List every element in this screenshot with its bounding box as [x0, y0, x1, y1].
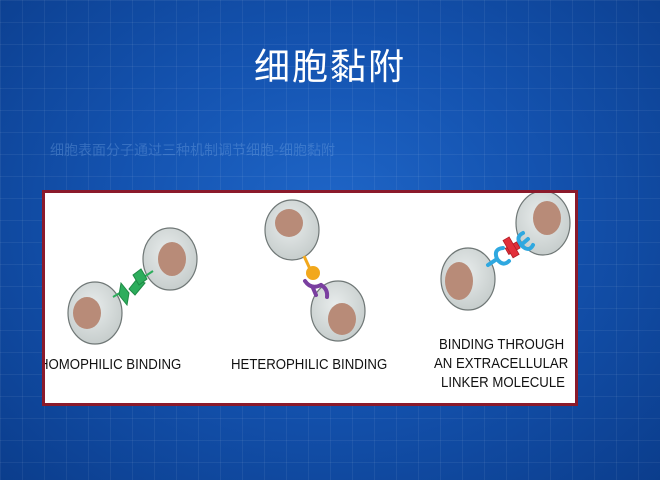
cell-top-heterophilic	[264, 199, 320, 261]
linker-molecule	[486, 231, 535, 267]
linker-diagram	[440, 193, 571, 311]
nucleus	[445, 262, 473, 300]
nucleus	[73, 297, 101, 329]
heterophilic-molecule-a	[302, 255, 320, 280]
nucleus	[275, 209, 303, 237]
homophilic-diagram	[67, 227, 198, 345]
label-heterophilic: HETEROPHILIC BINDING	[231, 356, 388, 373]
cell-left-homophilic	[67, 281, 123, 345]
figure-panel: HOMOPHILIC BINDING HETEROPHILIC BINDING …	[42, 190, 578, 406]
cell-left-linker	[440, 247, 496, 311]
slide-title: 细胞黏附	[253, 47, 406, 88]
heterophilic-diagram	[264, 199, 366, 342]
cell-bottom-heterophilic	[310, 280, 366, 342]
cell-right-homophilic	[142, 227, 198, 291]
nucleus	[328, 303, 356, 335]
adhesion-diagram	[67, 193, 571, 345]
nucleus	[533, 201, 561, 235]
homophilic-molecule	[112, 268, 154, 307]
slide-subtitle: 细胞表面分子通过三种机制调节细胞-细胞黏附	[50, 143, 336, 159]
label-linker-line3: LINKER MOLECULE	[441, 374, 565, 391]
heterophilic-molecule-b	[303, 279, 330, 299]
label-linker-line2: AN EXTRACELLULAR	[434, 355, 569, 372]
label-linker-line1: BINDING THROUGH	[439, 336, 565, 353]
label-homophilic: HOMOPHILIC BINDING	[42, 356, 182, 373]
nucleus	[158, 242, 186, 276]
